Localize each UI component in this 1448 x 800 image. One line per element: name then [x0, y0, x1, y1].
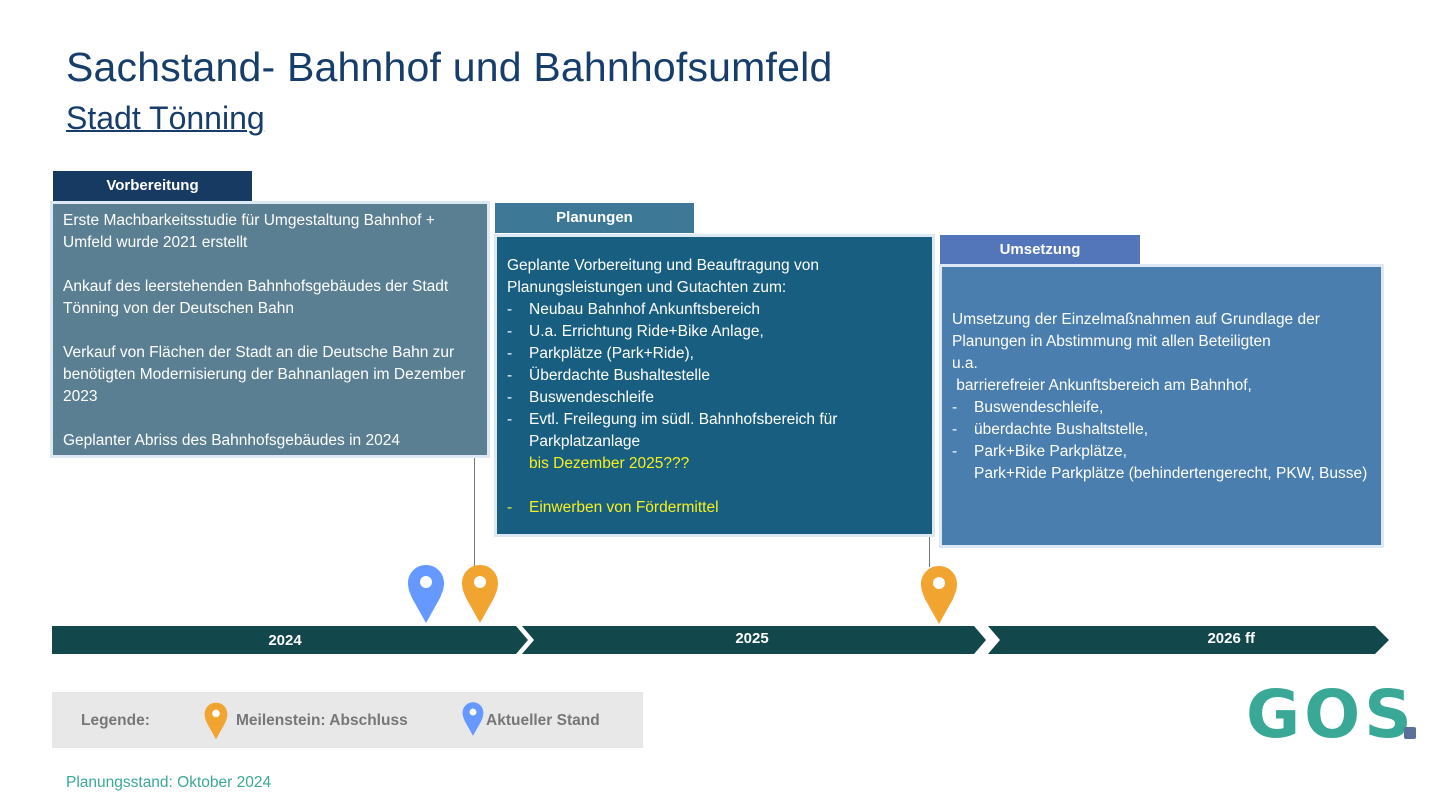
timeline-label-2026: 2026 ff	[1207, 630, 1255, 647]
timeline-segment-2024	[52, 626, 528, 654]
ua: u.a.	[952, 355, 978, 372]
current-status-pin-icon	[462, 702, 484, 736]
timeline-segment-2025	[522, 626, 986, 654]
current-status-pin-icon	[408, 565, 444, 623]
sub: barrierefreier Ankunftsbereich am Bahnho…	[952, 377, 1252, 394]
timeline	[52, 626, 1389, 654]
phase-box-planungen: Geplante Vorbereitung und Beauftragung v…	[494, 234, 935, 537]
milestone-pin-icon	[462, 565, 498, 623]
page-title: Sachstand- Bahnhof und Bahnhofsumfeld	[66, 44, 833, 90]
connector-line	[474, 458, 475, 566]
logo-dot	[1404, 727, 1416, 739]
list-item: Park+Bike Parkplätze,	[974, 443, 1127, 460]
deadline: bis Dezember 2025???	[529, 455, 690, 472]
list-item: Parkplätze (Park+Ride),	[529, 345, 694, 362]
intro: Geplante Vorbereitung und Beauftragung v…	[507, 257, 819, 296]
phase-box-vorbereitung: Erste Machbarkeitsstudie für Umgestaltun…	[50, 201, 490, 458]
list-item: Überdachte Bushaltestelle	[529, 367, 710, 384]
list-item: Buswendeschleife	[529, 389, 654, 406]
list-item: Buswendeschleife,	[974, 399, 1104, 416]
phase-box-umsetzung: Umsetzung der Einzelmaßnahmen auf Grundl…	[939, 264, 1384, 548]
legend-current: Aktueller Stand	[486, 712, 600, 729]
list-item: Evtl. Freilegung im südl. Bahnhofsbereic…	[529, 411, 838, 450]
page-subtitle: Stadt Tönning	[66, 100, 265, 136]
list-item: überdachte Bushaltstelle,	[974, 421, 1149, 438]
phase-header-vorbereitung: Vorbereitung	[53, 171, 252, 201]
paragraph: Erste Machbarkeitsstudie für Umgestaltun…	[63, 212, 435, 251]
timeline-label-2025: 2025	[735, 630, 769, 647]
legend-label: Legende:	[81, 712, 150, 729]
timeline-label-2024: 2024	[268, 632, 302, 649]
legend: Legende: Meilenstein: Abschluss Aktuelle…	[52, 692, 643, 748]
funding-item: Einwerben von Fördermittel	[529, 499, 719, 516]
timeline-segment-2026	[988, 626, 1389, 654]
paragraph: Ankauf des leerstehenden Bahnhofsgebäude…	[63, 278, 449, 317]
list-item: U.a. Errichtung Ride+Bike Anlage,	[529, 323, 764, 340]
paragraph: Verkauf von Flächen der Stadt an die Deu…	[63, 344, 466, 405]
phase-header-planungen: Planungen	[495, 203, 694, 233]
planning-status: Planungsstand: Oktober 2024	[66, 774, 272, 791]
phase-header-umsetzung: Umsetzung	[940, 235, 1140, 265]
milestone-pin-icon	[204, 702, 228, 740]
milestone-pin-icon	[921, 566, 957, 624]
list-item: Neubau Bahnhof Ankunftsbereich	[529, 301, 760, 318]
intro: Umsetzung der Einzelmaßnahmen auf Grundl…	[952, 311, 1320, 350]
gos-logo: GOS	[1246, 676, 1416, 753]
connector-line	[929, 537, 930, 567]
list-item: Park+Ride Parkplätze (behindertengerecht…	[974, 465, 1368, 482]
paragraph: Geplanter Abriss des Bahnhofsgebäudes in…	[63, 432, 400, 449]
legend-milestone: Meilenstein: Abschluss	[236, 712, 408, 729]
